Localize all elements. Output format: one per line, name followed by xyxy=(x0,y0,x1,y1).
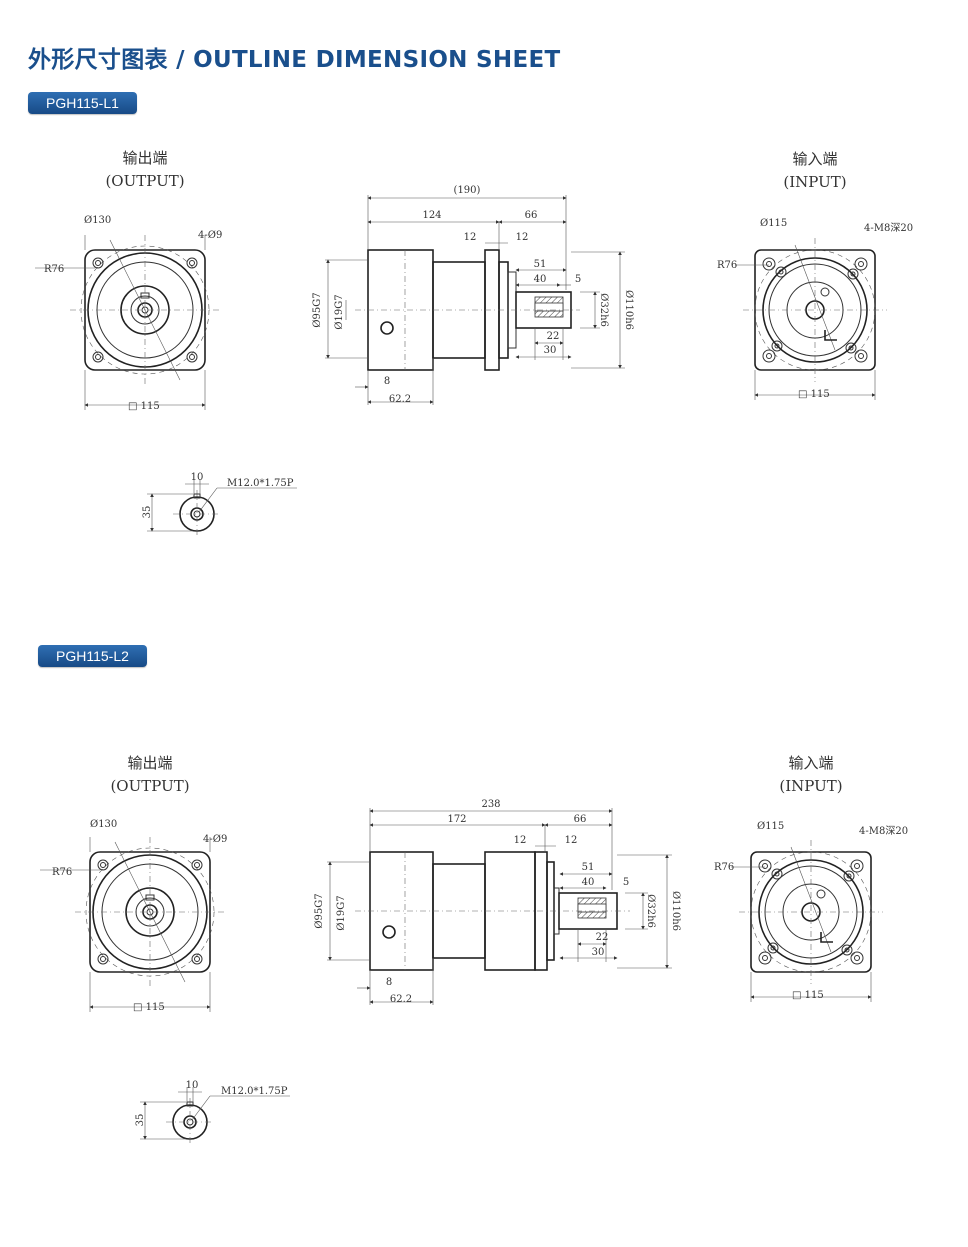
output-caption: 输出端 xyxy=(127,754,172,772)
dim-total: 238 xyxy=(481,799,500,810)
dim-square: □ 115 xyxy=(128,401,160,412)
dim-8: 8 xyxy=(386,977,392,988)
dim-m8: 4-M8深20 xyxy=(864,222,913,234)
dim-d19: Ø19G7 xyxy=(336,895,347,930)
dim-d115: Ø115 xyxy=(760,218,787,229)
dim-62: 62.2 xyxy=(389,394,411,405)
dim-len-a: 172 xyxy=(447,814,466,825)
dim-t1: 12 xyxy=(464,232,477,243)
dim-h35: 35 xyxy=(135,1114,146,1127)
dim-d19: Ø19G7 xyxy=(334,294,345,329)
model-badge-2: PGH115-L2 xyxy=(38,645,147,667)
dim-t2: 12 xyxy=(565,835,578,846)
dim-62: 62.2 xyxy=(390,994,412,1005)
dim-51: 51 xyxy=(582,862,595,873)
dim-thread: M12.0*1.75P xyxy=(221,1086,288,1097)
output-caption: 输出端 xyxy=(122,149,167,167)
dim-t1: 12 xyxy=(514,835,527,846)
dim-w10: 10 xyxy=(191,472,204,483)
dim-d95: Ø95G7 xyxy=(314,893,325,928)
input-caption: 输入端 xyxy=(788,754,833,772)
input-end-view xyxy=(735,238,887,400)
dim-d130: Ø130 xyxy=(90,819,117,830)
dim-in-r76: R76 xyxy=(717,260,737,271)
dim-5: 5 xyxy=(575,274,581,285)
dim-40: 40 xyxy=(534,274,547,285)
dim-30: 30 xyxy=(544,345,557,356)
output-end-view xyxy=(40,837,225,1012)
dim-h35: 35 xyxy=(142,506,153,519)
dim-len-b: 66 xyxy=(525,210,538,221)
dim-51: 51 xyxy=(534,259,547,270)
input-caption-en: (INPUT) xyxy=(779,777,842,795)
dim-40: 40 xyxy=(582,877,595,888)
dim-m8: 4-M8深20 xyxy=(859,825,908,837)
dim-d32: Ø32h6 xyxy=(645,894,656,928)
side-view xyxy=(327,808,672,1005)
input-caption-en: (INPUT) xyxy=(783,173,846,191)
dim-d130: Ø130 xyxy=(84,215,111,226)
dim-holes: 4-Ø9 xyxy=(198,230,222,241)
dim-len-a: 124 xyxy=(422,210,441,221)
output-caption-en: (OUTPUT) xyxy=(105,172,184,190)
dim-r76: R76 xyxy=(44,264,64,275)
dim-22: 22 xyxy=(547,331,560,342)
page-title: 外形尺寸图表 / OUTLINE DIMENSION SHEET xyxy=(28,47,561,73)
dim-30: 30 xyxy=(592,947,605,958)
dim-in-square: □ 115 xyxy=(792,990,824,1001)
dim-w10: 10 xyxy=(186,1080,199,1091)
dim-d32: Ø32h6 xyxy=(598,293,609,327)
dim-d95: Ø95G7 xyxy=(312,292,323,327)
dim-total: (190) xyxy=(454,185,481,196)
dim-5: 5 xyxy=(623,877,629,888)
dim-in-r76: R76 xyxy=(714,862,734,873)
dim-22: 22 xyxy=(596,932,609,943)
side-view xyxy=(325,195,625,405)
model-2-drawings: 输出端 (OUTPUT) 输入端 (INPUT) Ø130 4-Ø9 R76 □… xyxy=(40,754,908,1146)
dim-square: □ 115 xyxy=(133,1002,165,1013)
dim-d115: Ø115 xyxy=(757,821,784,832)
dim-8: 8 xyxy=(384,376,390,387)
dim-in-square: □ 115 xyxy=(798,389,830,400)
model-badge-1: PGH115-L1 xyxy=(28,92,137,114)
model-1-drawings: 输出端 (OUTPUT) 输入端 (INPUT) Ø130 4-Ø9 R76 □… xyxy=(35,149,913,538)
dim-r76: R76 xyxy=(52,867,72,878)
output-caption-en: (OUTPUT) xyxy=(110,777,189,795)
dim-d110: Ø110h6 xyxy=(670,891,681,931)
input-end-view xyxy=(731,840,883,1002)
output-end-view xyxy=(35,235,220,410)
dim-holes: 4-Ø9 xyxy=(203,834,227,845)
dim-thread: M12.0*1.75P xyxy=(227,478,294,489)
dim-d110: Ø110h6 xyxy=(623,290,634,330)
dim-len-b: 66 xyxy=(574,814,587,825)
input-caption: 输入端 xyxy=(792,150,837,168)
dim-t2: 12 xyxy=(516,232,529,243)
